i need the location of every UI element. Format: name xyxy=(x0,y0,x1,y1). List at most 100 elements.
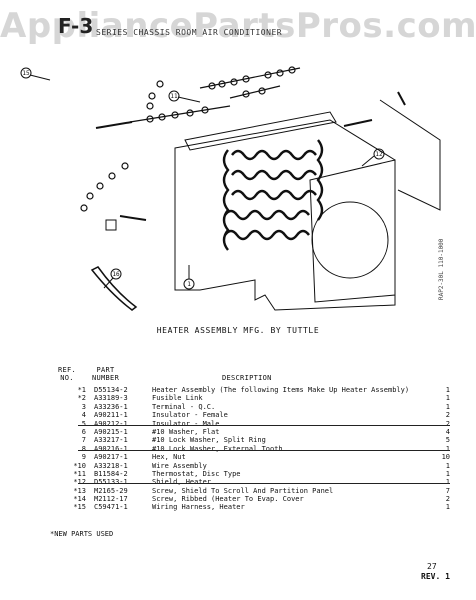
table-row: *2 A33189-3 Fusible Link 1 xyxy=(58,394,450,403)
part-number: A90216-1 xyxy=(94,444,128,453)
screw-far-right xyxy=(397,91,406,106)
ref-number: 8 xyxy=(81,444,86,453)
table-row: *13 M2165-29 Screw, Shield To Scroll And P… xyxy=(58,486,450,495)
part-description: Heater Assembly (The following Items Mak… xyxy=(152,386,410,394)
ref-number: 7 xyxy=(81,436,86,445)
part-number: A90212-1 xyxy=(94,419,128,428)
ref-number: 5 xyxy=(81,419,86,428)
part-description: Insulator - Female xyxy=(152,411,228,420)
ref-number: 6 xyxy=(81,427,86,436)
table-divider xyxy=(78,483,450,484)
exploded-parts-diagram: 11 12 1 16 15 xyxy=(20,66,441,311)
ref-number: *10 xyxy=(73,461,86,470)
side-bracket xyxy=(379,99,441,211)
part-number: M2112-17 xyxy=(94,495,128,504)
part-number: D55133-1 xyxy=(94,478,128,487)
part-description: Insulator - Male xyxy=(152,419,220,428)
part-description: Hex, Nut xyxy=(152,453,186,462)
quantity: 1 xyxy=(445,461,450,470)
fan-scroll xyxy=(309,159,396,303)
quantity: 1 xyxy=(445,444,450,453)
part-description: Wire Assembly xyxy=(152,461,207,470)
quantity: 2 xyxy=(445,495,450,504)
table-row: *14 M2112-17 Screw, Ribbed (Heater To Evap… xyxy=(58,495,450,504)
callout-label-12: 12 xyxy=(375,151,383,158)
ref-number: *11 xyxy=(73,469,86,478)
wiring-harness xyxy=(90,266,138,311)
quantity: 1 xyxy=(445,469,450,478)
ref-number: *12 xyxy=(73,478,86,487)
terminal-block xyxy=(105,219,117,231)
quantity: 1 xyxy=(445,402,450,411)
part-number: A90211-1 xyxy=(94,411,128,420)
screw-left xyxy=(95,121,133,129)
quantity: 4 xyxy=(445,427,450,436)
diagram-caption: HEATER ASSEMBLY MFG. BY TUTTLE xyxy=(156,326,320,335)
heater-coils xyxy=(222,139,324,251)
ref-number: 9 xyxy=(81,453,86,462)
page-number: 27 xyxy=(427,562,437,571)
part-number: B11584-2 xyxy=(94,469,128,478)
callout-label-11: 11 xyxy=(170,93,178,100)
part-description: #10 Washer, Flat xyxy=(152,427,220,436)
ref-number: *15 xyxy=(73,503,86,512)
hardware-stack-top xyxy=(199,66,301,90)
ref-number: 4 xyxy=(81,411,86,420)
part-description: Shield, Heater xyxy=(152,478,212,487)
ref-number: *2 xyxy=(77,394,86,403)
part-number: M2165-29 xyxy=(94,486,128,495)
ref-number: 3 xyxy=(81,402,86,411)
column-header-part: PART NUMBER xyxy=(92,366,120,382)
table-row: 4 A90211-1 Insulator - Female 2 xyxy=(58,411,450,420)
quantity: 5 xyxy=(445,436,450,445)
table-divider xyxy=(78,425,450,426)
figure-id: F-3 xyxy=(58,14,94,38)
part-description: Fusible Link xyxy=(152,394,203,403)
part-description: Screw, Ribbed (Heater To Evap. Cover xyxy=(152,495,304,504)
part-number: D55134-2 xyxy=(94,386,128,394)
part-number: A33236-1 xyxy=(94,402,128,411)
callout-label-16: 16 xyxy=(112,271,120,278)
side-code: RAP2-30L 110-1000 xyxy=(438,238,445,300)
screw-top-right xyxy=(343,119,373,127)
part-number: A33218-1 xyxy=(94,461,128,470)
part-description: #10 Lock Washer, External Tooth xyxy=(152,444,283,453)
table-row: 5 A90212-1 Insulator - Male 2 xyxy=(58,419,450,428)
part-number: A33189-3 xyxy=(94,394,128,403)
part-number: A90217-1 xyxy=(94,453,128,462)
table-row: *10 A33218-1 Wire Assembly 1 xyxy=(58,461,450,470)
ref-number: *13 xyxy=(73,486,86,495)
quantity: 1 xyxy=(445,394,450,403)
quantity: 1 xyxy=(445,478,450,487)
part-number: A33217-1 xyxy=(94,436,128,445)
column-header-ref: REF. NO. xyxy=(58,366,77,382)
part-number: A90215-1 xyxy=(94,427,128,436)
part-description: Wiring Harness, Heater xyxy=(152,503,245,512)
table-row: *1 D55134-2 Heater Assembly (The following… xyxy=(58,386,450,394)
quantity: 2 xyxy=(445,419,450,428)
table-row: 6 A90215-1 #10 Washer, Flat 4 xyxy=(58,427,450,436)
shield-top-edge xyxy=(184,111,337,151)
table-row: 3 A33236-1 Terminal - Q.C. 1 xyxy=(58,402,450,411)
part-description: Screw, Shield To Scroll And Partition Pa… xyxy=(152,486,334,495)
table-row: 8 A90216-1 #10 Lock Washer, External Tooth… xyxy=(58,444,450,453)
table-divider xyxy=(78,450,450,451)
quantity: 2 xyxy=(445,411,450,420)
parts-table: *1 D55134-2 Heater Assembly (The following… xyxy=(58,386,450,512)
callout-label-15: 15 xyxy=(22,70,30,77)
callout-label-1: 1 xyxy=(187,281,191,288)
hardware-stack-mid xyxy=(129,85,281,123)
watermark-text: AppliancePartsPros.com xyxy=(0,6,476,46)
quantity: 1 xyxy=(445,386,450,394)
footnote: *NEW PARTS USED xyxy=(50,530,114,538)
part-description: Terminal - Q.C. xyxy=(152,402,216,411)
fan-scroll-opening xyxy=(311,201,389,279)
ref-number: *1 xyxy=(77,386,86,394)
part-description: #10 Lock Washer, Split Ring xyxy=(152,436,266,445)
ref-number: *14 xyxy=(73,495,86,504)
revision-label: REV. 1 xyxy=(421,572,450,581)
quantity: 1 xyxy=(445,503,450,512)
